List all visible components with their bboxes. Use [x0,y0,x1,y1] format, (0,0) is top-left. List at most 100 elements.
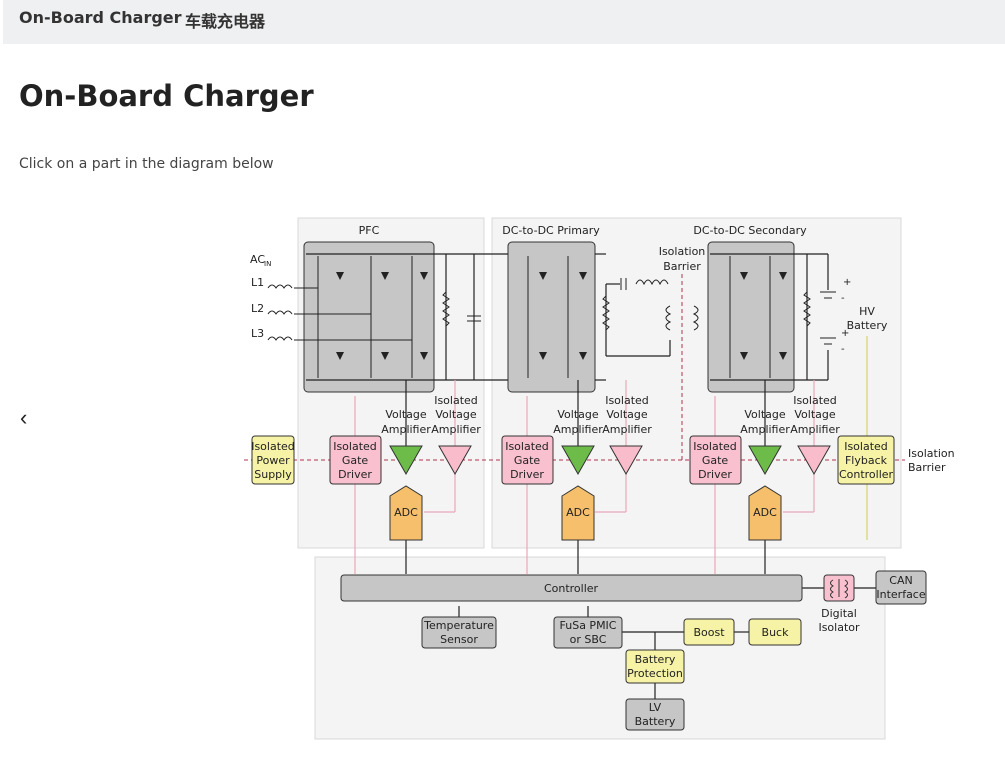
isolated-gate-driver-3[interactable] [689,435,742,485]
isolation-barrier-top-1: Isolation [659,245,706,258]
voltage-amp-3-label-2: Amplifier [740,423,790,436]
adc-3[interactable] [748,485,782,541]
iso-amp-2-label-1: Isolated [605,394,649,407]
temperature-sensor[interactable] [421,616,497,649]
gate-driver-2-label-3: Driver [510,468,544,481]
section-dc-primary-label: DC-to-DC Primary [502,224,600,237]
breadcrumb-title-en[interactable]: On-Board Charger [19,8,182,27]
hv-battery-label-1: HV [859,305,875,318]
digital-isolator-label-2: Isolator [818,621,860,634]
line-l2-label: L2 [251,302,264,315]
lv-battery-label-1: LV [649,701,662,714]
ac-in-label: AC [250,253,265,266]
isolated-power-supply[interactable] [251,435,295,485]
battery-minus-1: - [841,293,845,304]
flyback-label-2: Flyback [845,454,888,467]
voltage-amplifier-3[interactable] [748,445,782,476]
voltage-amp-1-label-1: Voltage [385,408,426,421]
gate-driver-3-label-2: Gate [702,454,729,467]
voltage-amp-2-label-2: Amplifier [553,423,603,436]
fusa-pmic-label-2: or SBC [570,633,607,646]
voltage-amp-2-label-1: Voltage [557,408,598,421]
temperature-sensor-label-2: Sensor [440,633,478,646]
transistor-symbols [294,256,771,378]
boost[interactable] [683,618,735,646]
fusa-pmic-label-1: FuSa PMIC [560,619,617,632]
iso-amp-3-label-3: Amplifier [790,423,840,436]
battery-minus-2: - [841,344,845,355]
hv-battery-label-2: Battery [847,319,888,332]
iso-amp-3-label-1: Isolated [793,394,837,407]
power-supply-label-2: Power [256,454,290,467]
gate-driver-2-label-1: Isolated [505,440,549,453]
iso-amp-1-label-2: Voltage [435,408,476,421]
lv-battery[interactable] [625,698,685,731]
isolated-gate-driver-1[interactable] [329,435,382,485]
voltage-amplifier-1[interactable] [389,445,423,476]
flyback-label-1: Isolated [844,440,888,453]
digital-isolator-label-1: Digital [821,607,857,620]
breadcrumb-title-zh[interactable]: 车载充电器 [185,12,266,31]
gate-driver-3-label-3: Driver [698,468,732,481]
prev-arrow-icon[interactable]: ‹ [20,405,28,430]
voltage-amp-3-label-1: Voltage [744,408,785,421]
gate-drive-links [354,380,815,574]
gate-driver-1-label-3: Driver [338,468,372,481]
battery-plus-1: + [843,277,851,288]
battery-protection-label-1: Battery [635,653,676,666]
adc-1[interactable] [389,485,423,541]
isolated-gate-driver-2[interactable] [501,435,554,485]
pfc-switch-block[interactable] [303,241,435,393]
battery-protection[interactable] [625,649,685,684]
line-l3-label: L3 [251,327,264,340]
gate-driver-labels: Isolated Gate Driver Isolated Gate Drive… [333,440,737,481]
isolated-voltage-amplifier-1[interactable] [438,445,472,476]
iso-amp-1-label-1: Isolated [434,394,478,407]
can-interface[interactable] [875,570,927,605]
controller-label: Controller [544,582,599,595]
gate-driver-1-label-2: Gate [342,454,369,467]
buck-label: Buck [762,626,790,639]
can-interface-label-2: Interface [876,588,925,601]
isolated-voltage-amplifier-3[interactable] [797,445,831,476]
adc-2-label: ADC [566,506,590,519]
top-breadcrumb-bar: On-Board Charger 车载充电器 [3,0,1005,44]
primary-switch-block[interactable] [507,241,596,393]
isolation-barrier-top-2: Barrier [663,260,701,273]
lv-battery-label-2: Battery [635,715,676,728]
power-supply-label-1: Isolated [251,440,295,453]
boost-label: Boost [693,626,725,639]
iso-amp-2-label-3: Amplifier [602,423,652,436]
voltage-amplifier-2[interactable] [561,445,595,476]
gate-driver-2-label-2: Gate [514,454,541,467]
controller[interactable] [340,574,803,602]
diode-symbols [336,272,787,360]
isolator-icon [830,579,848,599]
isolated-flyback-controller[interactable] [837,435,895,485]
adc-2[interactable] [561,485,595,541]
iso-amp-2-label-2: Voltage [606,408,647,421]
ac-in-sub-label: IN [264,260,271,268]
isolation-barrier-right-1: Isolation [908,447,955,460]
adc-to-controller-links [405,380,876,699]
iso-amp-3-label-2: Voltage [794,408,835,421]
buck[interactable] [748,618,802,646]
flyback-label-3: Controller [839,468,894,481]
page-title: On-Board Charger [19,79,314,113]
flyback-labels: Isolated Flyback Controller [839,440,894,481]
power-supply-labels: Isolated Power Supply [251,440,295,481]
secondary-switch-block[interactable] [707,241,795,393]
section-dc-secondary-label: DC-to-DC Secondary [693,224,807,237]
line-l1-label: L1 [251,276,264,289]
fusa-pmic[interactable] [553,616,623,649]
page-instruction: Click on a part in the diagram below [19,156,274,172]
section-pfc-label: PFC [359,224,380,237]
battery-protection-label-2: Protection [627,667,683,680]
gate-driver-3-label-1: Isolated [693,440,737,453]
adc-1-label: ADC [394,506,418,519]
iso-amp-1-label-3: Amplifier [431,423,481,436]
voltage-amp-1-label-2: Amplifier [381,423,431,436]
ac-inductors [267,278,836,345]
isolated-voltage-amplifier-2[interactable] [609,445,643,476]
